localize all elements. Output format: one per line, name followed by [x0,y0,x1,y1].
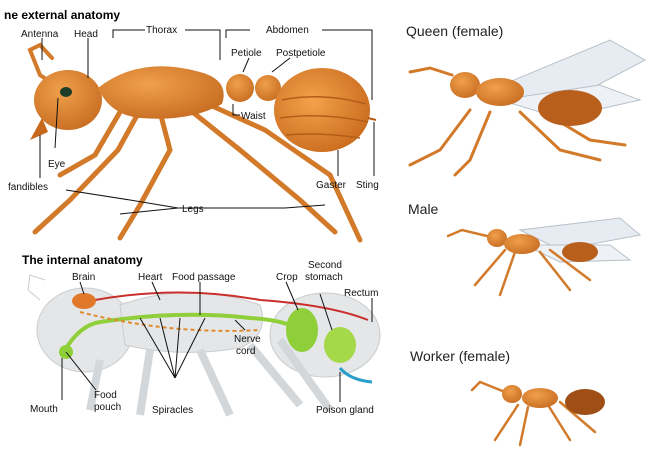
ant-head [34,70,102,130]
queen-ant-illustration [410,40,645,175]
internal-anatomy-title: The internal anatomy [22,253,143,267]
label-food-passage: Food passage [172,272,236,283]
label-brain: Brain [72,272,95,283]
label-spiracles: Spiracles [152,405,193,416]
worker-ant-illustration [472,382,605,445]
label-mouth: Mouth [30,404,58,415]
internal-ant-illustration [28,275,380,415]
label-crop: Crop [276,272,298,283]
external-anatomy-section: ne external anatomy [4,8,379,240]
label-nerve-cord-1: Nerve [234,334,261,345]
label-gaster: Gaster [316,180,347,191]
label-head: Head [74,29,98,40]
label-mandibles: fandibles [8,182,48,193]
ant-eye [60,87,72,97]
label-waist: Waist [241,111,266,122]
label-thorax: Thorax [146,25,177,36]
caste-queen-label: Queen (female) [406,23,503,39]
label-heart: Heart [138,272,163,283]
label-rectum: Rectum [344,288,378,299]
ant-thorax [98,66,224,119]
ant-sting [368,118,376,120]
label-second-stomach-1: Second [308,260,342,271]
label-antenna: Antenna [21,29,59,40]
label-postpetiole: Postpetiole [276,48,326,59]
caste-worker-label: Worker (female) [410,348,510,364]
ant-gaster [274,68,370,152]
label-legs: Legs [182,204,204,215]
ant-petiole [226,74,254,102]
internal-anatomy-section: The internal anatomy [22,253,380,416]
ant-crop [286,308,318,352]
caste-male-label: Male [408,201,439,217]
male-ant-illustration [448,218,640,295]
label-second-stomach-2: stomach [305,272,343,283]
castes-section: Queen (female) Male [406,23,645,445]
label-abdomen: Abdomen [266,25,309,36]
ant-brain [72,293,96,309]
label-sting: Sting [356,180,379,191]
label-poison-gland: Poison gland [316,405,374,416]
label-food-pouch-2: pouch [94,402,121,413]
label-food-pouch-1: Food [94,390,117,401]
ant-second-stomach [324,327,356,363]
label-eye: Eye [48,159,66,170]
label-petiole: Petiole [231,48,262,59]
label-nerve-cord-2: cord [236,346,255,357]
external-anatomy-title: ne external anatomy [4,8,120,22]
